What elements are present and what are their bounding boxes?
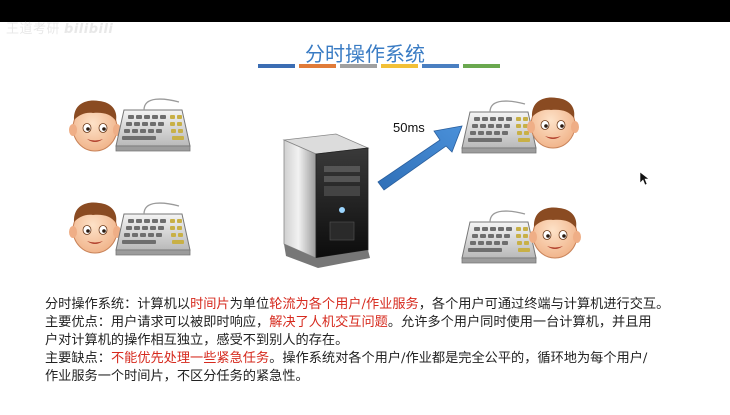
user-face-icon bbox=[528, 206, 582, 259]
server-tower-icon bbox=[282, 133, 370, 268]
body-text: ，各个用户可通过终端与计算机进行交互。 bbox=[418, 297, 670, 312]
keyboard-icon bbox=[115, 202, 191, 256]
accent-bar bbox=[299, 64, 336, 68]
title-accent-bars bbox=[258, 64, 500, 68]
keyboard-icon bbox=[461, 210, 537, 264]
keyboard-icon bbox=[115, 98, 191, 152]
text-line: 主要缺点：不能优先处理一些紧急任务。操作系统对各个用户/作业都是完全公平的，循环… bbox=[45, 350, 730, 368]
user-face-icon bbox=[68, 99, 122, 152]
text-line: 作业服务一个时间片，不区分任务的紧急性。 bbox=[45, 368, 730, 386]
body-text: 户对计算机的操作相互独立，感受不到别人的存在。 bbox=[45, 333, 349, 348]
body-text: 分时操作系统：计算机以 bbox=[45, 297, 191, 312]
highlight-text: 不能优先处理一些紧急任务 bbox=[110, 351, 270, 366]
text-line: 分时操作系统：计算机以时间片为单位轮流为各个用户/作业服务，各个用户可通过终端与… bbox=[45, 296, 730, 314]
keyboard-icon bbox=[461, 100, 537, 154]
accent-bar bbox=[381, 64, 418, 68]
text-line: 主要优点：用户请求可以被即时响应，解决了人机交互问题。允许多个用户同时使用一台计… bbox=[45, 314, 730, 332]
time-slice-label: 50ms bbox=[393, 120, 425, 135]
watermark-brand: bilibili bbox=[64, 22, 114, 37]
highlight-text: 解决了人机交互问题 bbox=[269, 315, 388, 330]
highlight-text: 时间片 bbox=[190, 297, 230, 312]
illustration: 50ms bbox=[68, 96, 582, 268]
slide-title: 分时操作系统 bbox=[305, 42, 425, 66]
arrow-icon bbox=[377, 125, 463, 191]
watermark-text: 王道考研 bbox=[6, 22, 61, 37]
highlight-text: 轮流为各个用户/作业服务 bbox=[269, 297, 419, 312]
accent-bar bbox=[422, 64, 459, 68]
user-face-icon bbox=[68, 201, 122, 254]
accent-bar bbox=[258, 64, 295, 68]
body-text: 。操作系统对各个用户/作业都是完全公平的，循环地为每个用户/ bbox=[269, 351, 648, 366]
body-text: 作业服务一个时间片，不区分任务的紧急性。 bbox=[45, 369, 309, 384]
accent-bar bbox=[340, 64, 377, 68]
body-text: 。允许多个用户同时使用一台计算机，并且用 bbox=[387, 315, 652, 330]
body-text: 为单位 bbox=[229, 297, 270, 312]
body-text: 主要缺点： bbox=[45, 351, 111, 366]
mouse-cursor-icon bbox=[640, 172, 650, 186]
body-text: 主要优点：用户请求可以被即时响应， bbox=[45, 315, 270, 330]
description-text: 分时操作系统：计算机以时间片为单位轮流为各个用户/作业服务，各个用户可通过终端与… bbox=[45, 296, 730, 386]
top-bar bbox=[0, 0, 730, 22]
text-line: 户对计算机的操作相互独立，感受不到别人的存在。 bbox=[45, 332, 730, 350]
accent-bar bbox=[463, 64, 500, 68]
